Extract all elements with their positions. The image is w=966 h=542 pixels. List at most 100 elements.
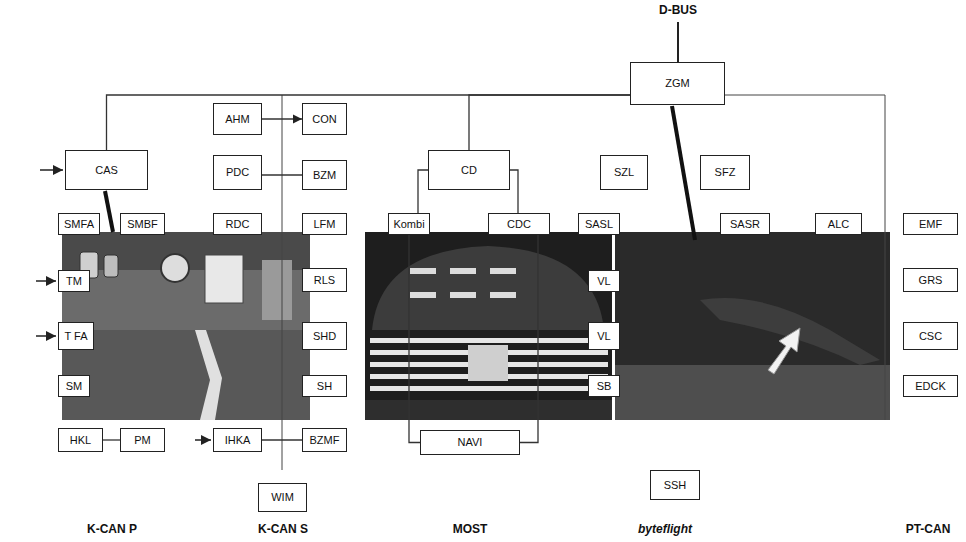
module-box: SZL (600, 155, 648, 190)
module-box: SMBF (120, 213, 165, 235)
bus-connector (107, 95, 631, 150)
module-name: PDC (226, 166, 249, 179)
module-box: GRS (903, 268, 958, 292)
module-box: EDCK (903, 375, 958, 397)
module-name: SB (597, 380, 612, 393)
module-box: SM (58, 375, 90, 397)
module-box: T FA (58, 322, 94, 350)
module-box: EMF (903, 213, 958, 235)
module-name: CAS (95, 164, 118, 177)
module-box: BZM (302, 160, 347, 190)
module-name: SFZ (715, 166, 736, 179)
seat-photo (615, 232, 890, 420)
module-name: VL (597, 275, 610, 288)
module-name: SASL (585, 218, 613, 231)
module-box: LFM (302, 213, 347, 235)
module-name: EMF (919, 218, 942, 231)
module-box: PDC (213, 155, 262, 190)
input-arrow (36, 280, 56, 282)
module-box: SASL (578, 213, 620, 235)
module-name: NAVI (458, 436, 483, 449)
module-name: SZL (614, 166, 634, 179)
module-name: SASR (730, 218, 760, 231)
module-box: RLS (302, 268, 347, 292)
module-box: SB (588, 375, 620, 397)
input-arrow (40, 169, 63, 171)
d-bus-line (677, 22, 679, 62)
module-name: VL (597, 330, 610, 343)
module-name: SMBF (127, 218, 158, 231)
module-name: RLS (314, 274, 335, 287)
bus-name: K-CAN S (256, 522, 310, 536)
front-photo (365, 232, 612, 420)
module-name: SSH (664, 479, 687, 492)
bus-name: D-BUS (657, 3, 699, 17)
bus-name: K-CAN P (85, 522, 139, 536)
module-box: SHD (302, 322, 347, 350)
module-name: LFM (314, 218, 336, 231)
module-name: BZM (313, 169, 336, 182)
module-box: ZGM (630, 62, 725, 105)
module-name: T FA (64, 330, 87, 343)
bus-connector (262, 118, 302, 119)
connector-group (103, 95, 630, 443)
module-name: HKL (70, 434, 91, 447)
module-box: RDC (213, 213, 262, 235)
module-name: GRS (919, 274, 943, 287)
module-box: SFZ (700, 155, 750, 190)
pointer-line (672, 106, 695, 240)
module-name: CSC (919, 330, 942, 343)
module-box: SH (302, 375, 347, 397)
module-name: SH (317, 380, 332, 393)
module-box: SASR (720, 213, 770, 235)
module-box: CON (302, 103, 347, 135)
bus-connector (520, 235, 538, 443)
input-arrow (195, 439, 211, 441)
module-box: SMFA (58, 213, 100, 235)
module-box: IHKA (213, 428, 262, 452)
module-name: CON (312, 113, 336, 126)
module-box: Kombi (388, 213, 430, 235)
module-name: EDCK (915, 380, 946, 393)
pt-can-bus (725, 95, 885, 420)
bus-connector (409, 235, 420, 443)
bus-connector (262, 174, 302, 175)
module-name: WIM (271, 491, 294, 504)
module-box: SSH (650, 470, 700, 500)
module-name: CDC (507, 218, 531, 231)
bus-connector (103, 439, 120, 440)
module-box: VL (588, 322, 620, 350)
module-name: SM (66, 380, 83, 393)
bus-name: byteflight (636, 522, 694, 536)
module-name: AHM (225, 113, 249, 126)
module-name: ALC (828, 218, 849, 231)
module-name: CD (461, 164, 477, 177)
module-box: CSC (903, 322, 958, 350)
module-box: CDC (488, 213, 550, 235)
module-box: VL (588, 270, 620, 292)
input-arrow (36, 335, 56, 337)
bus-connector (469, 95, 630, 150)
module-name: SMFA (64, 218, 94, 231)
module-box: WIM (258, 483, 307, 512)
k-can-s-bus (282, 95, 283, 470)
module-box: NAVI (420, 430, 520, 455)
bus-name: MOST (451, 522, 490, 536)
module-box: CD (428, 150, 510, 190)
module-box: TM (58, 270, 90, 292)
module-box: CAS (65, 150, 148, 190)
module-name: RDC (226, 218, 250, 231)
bus-connector (418, 170, 428, 213)
module-box: BZMF (302, 428, 347, 452)
module-name: SHD (313, 330, 336, 343)
module-box: AHM (213, 103, 262, 135)
bus-connector (262, 439, 302, 440)
module-name: IHKA (225, 434, 251, 447)
module-name: PM (134, 434, 151, 447)
interior-photo (62, 232, 310, 420)
module-box: PM (120, 428, 165, 452)
module-name: TM (66, 275, 82, 288)
